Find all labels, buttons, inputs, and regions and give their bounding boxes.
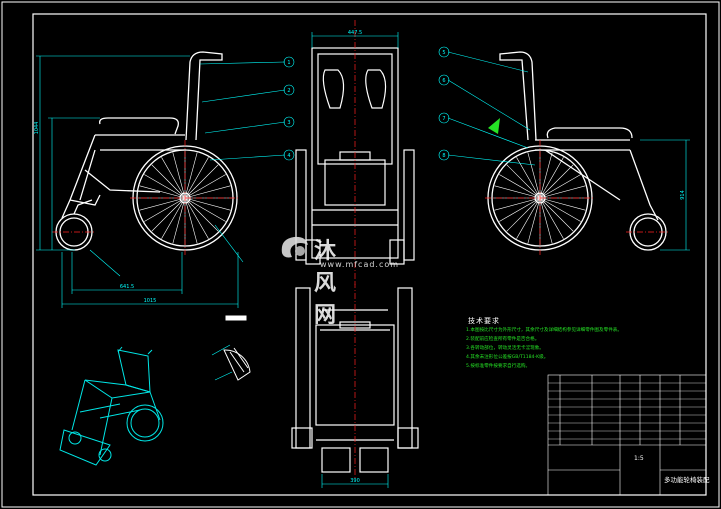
wheel-spoke [172, 152, 186, 199]
wheel-spoke [184, 185, 231, 199]
side-view-centerlines [52, 140, 240, 255]
wheel-spoke [539, 197, 553, 244]
wheel-spoke [494, 185, 541, 199]
wheel-spoke [144, 174, 186, 199]
tech-req-item-3: 3.各转动部位，转动灵活无卡涩现象。 [466, 346, 544, 351]
wheel-spoke [539, 164, 574, 199]
wheel-spoke [539, 157, 564, 199]
inner-frame [32, 13, 707, 496]
wheel-spoke [184, 197, 198, 244]
tech-req-item-4: 4.其余未注形位公差按GB/T1184-K级。 [466, 355, 549, 360]
wheel-spoke [527, 197, 541, 244]
wheel-spoke [539, 197, 564, 239]
wheel-spoke [184, 197, 226, 222]
parts-list-rows [548, 382, 706, 440]
side-view-right-spokes [493, 151, 587, 245]
dim-rear-height: 914 [680, 190, 686, 200]
wheel-spoke [499, 174, 541, 199]
wheel-spoke [539, 174, 581, 199]
right-dims [447, 51, 690, 251]
balloon-6: 6 [442, 78, 445, 84]
plan-view-dims [321, 474, 389, 488]
detail-dims [211, 344, 233, 381]
watermark-url: www.mfcad.com [320, 260, 400, 269]
wheel-spoke [506, 164, 541, 199]
tech-requirements-title: 技术要求 [468, 317, 500, 325]
wheel-spoke [184, 164, 219, 199]
parts-list-table [547, 374, 707, 496]
balloon-8: 8 [442, 153, 445, 159]
wheel-spoke [184, 157, 209, 199]
wheel-spoke [139, 185, 186, 199]
wheel-spoke [527, 152, 541, 199]
wheel-spoke [184, 174, 226, 199]
watermark-name: 沐风网 [314, 239, 339, 328]
wheel-spoke [161, 197, 186, 239]
wheel-spoke [506, 197, 541, 232]
wheel-spoke [151, 164, 186, 199]
balloon-7: 7 [442, 116, 445, 122]
wheel-spoke [172, 197, 186, 244]
wheel-spoke [184, 197, 219, 232]
side-view-right-centerlines [485, 140, 670, 255]
wheel-spoke [161, 157, 186, 199]
balloon-5: 5 [442, 50, 445, 56]
wheel-spoke [184, 152, 198, 199]
wheel-spoke [139, 197, 186, 211]
balloon-3: 3 [287, 120, 290, 126]
detail-view [223, 315, 251, 381]
tech-req-item-2: 2.装配前应检查所有零件是否合格。 [466, 337, 540, 342]
wheel-spoke [539, 152, 553, 199]
wheel-spoke [494, 197, 541, 211]
side-view-right [487, 51, 667, 251]
wheel-spoke [516, 197, 541, 239]
balloon-4: 4 [287, 153, 290, 159]
wheel-spoke [539, 197, 581, 222]
dim-side-height: 1044 [34, 122, 40, 135]
balloon-1: 1 [287, 60, 290, 66]
dim-bottom-width: 390 [350, 478, 360, 484]
dim-side-length: 1015 [144, 298, 157, 304]
wheel-spoke [499, 197, 541, 222]
wheel-spoke [539, 197, 586, 211]
tech-req-item-1: 1.本图按比尺寸为外形尺寸，其余尺寸及详细结构参见详细零件图及零件表。 [466, 328, 622, 333]
wheel-spoke [539, 185, 586, 199]
watermark-logo-icon [281, 236, 308, 258]
balloon-2: 2 [287, 88, 290, 94]
wheel-spoke [539, 197, 574, 232]
dim-front-width: 447.5 [348, 30, 362, 36]
balloons-right [438, 46, 450, 161]
balloons-left [283, 56, 295, 161]
side-view-dimensions [36, 55, 286, 308]
dim-side-wheelbase: 641.5 [120, 284, 134, 290]
wheel-spoke [151, 197, 186, 232]
title-block-scale: 1:5 [634, 455, 644, 462]
wheel-spoke [144, 197, 186, 222]
wheel-spoke [516, 157, 541, 199]
tech-req-item-5: 5.按标准零件按要求自行选购。 [466, 364, 531, 369]
isometric-view [59, 346, 164, 466]
section-marker-green [488, 118, 500, 134]
wheel-spoke [184, 197, 231, 211]
wheel-spoke [184, 197, 209, 239]
front-view-dims [311, 32, 399, 48]
title-block-name: 多功能轮椅装配 [664, 476, 710, 484]
